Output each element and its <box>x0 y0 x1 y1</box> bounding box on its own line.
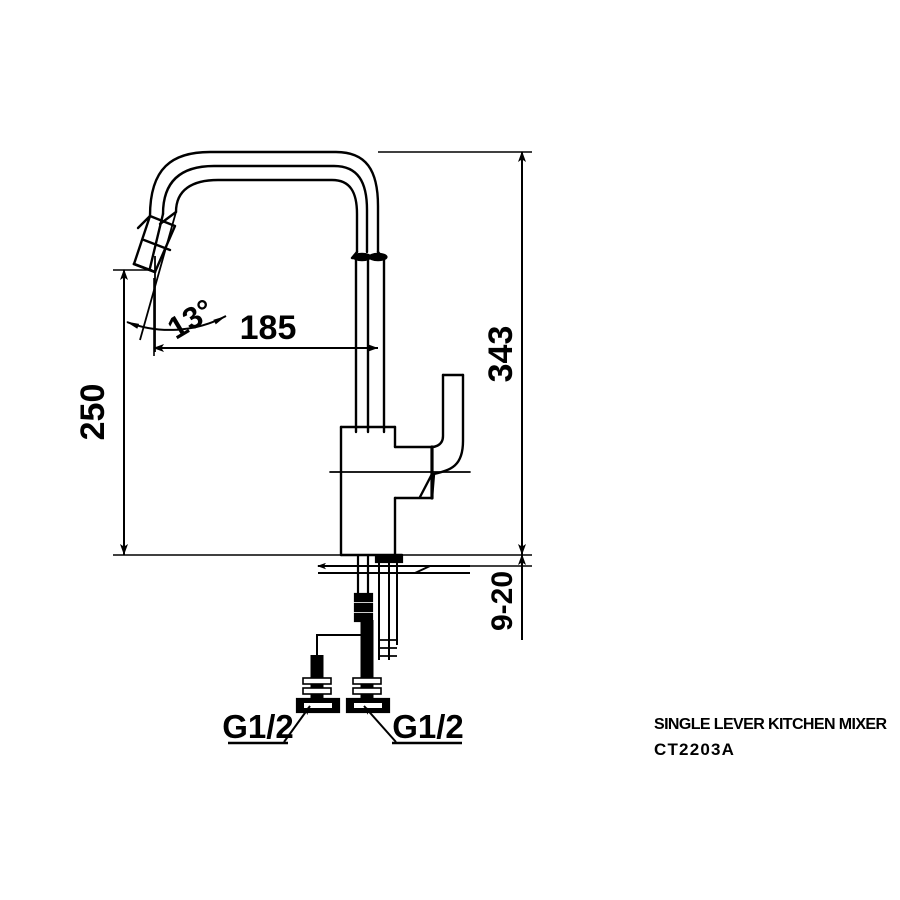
dim-label-185: 185 <box>240 309 297 347</box>
spout-mid-contour <box>161 164 369 254</box>
dim-label-250: 250 <box>74 384 112 441</box>
dimension-9-20-group: 9-20 <box>402 554 532 640</box>
supply-left-nut-slot <box>304 703 332 708</box>
callout-g12-left-group: G1/2 <box>222 705 311 745</box>
product-name-label: SINGLE LEVER KITCHEN MIXER <box>654 716 887 733</box>
supply-hose-right <box>345 620 391 714</box>
spout-inner-contour <box>174 178 359 254</box>
hose-top-ferrule <box>374 554 404 564</box>
spout-outer-contour <box>148 150 380 254</box>
lever-outer-curve <box>430 373 465 500</box>
dim-label-343: 343 <box>482 326 520 383</box>
dimension-343-group: 343 <box>378 151 532 556</box>
dimension-250-group: 250 <box>74 269 341 556</box>
stud-nut-a <box>353 592 374 603</box>
supply-left-collar-b <box>302 687 332 695</box>
callout-g12-right-group: G1/2 <box>363 705 464 745</box>
stud-nut-c <box>353 612 374 623</box>
spray-head-collar-top <box>136 210 178 230</box>
deck-tick-marker <box>414 565 431 574</box>
riser-collar <box>350 250 388 262</box>
model-code-label: CT2203A <box>654 740 735 759</box>
leader-line-g12-right <box>363 705 397 743</box>
supply-right-nut-slot <box>354 703 382 708</box>
callout-label-g12-left: G1/2 <box>222 708 294 745</box>
deck-surface-indication <box>317 562 470 574</box>
collar-bead-right <box>368 252 388 262</box>
leader-line-g12-left <box>283 705 311 743</box>
title-block: SINGLE LEVER KITCHEN MIXER CT2203A <box>654 716 888 759</box>
supply-branch-line <box>316 634 368 658</box>
under-deck-assembly <box>295 554 404 714</box>
supply-left-collar-a <box>302 677 332 685</box>
supply-right-collar-b <box>352 687 382 695</box>
stud-nut-b <box>353 602 374 613</box>
callout-label-g12-right: G1/2 <box>392 708 464 745</box>
lever-bevel <box>418 472 434 499</box>
supply-right-collar-a <box>352 677 382 685</box>
dim-label-9-20: 9-20 <box>486 571 519 631</box>
angle-arc-13deg <box>126 315 227 331</box>
dimension-185-group: 185 <box>153 260 378 356</box>
